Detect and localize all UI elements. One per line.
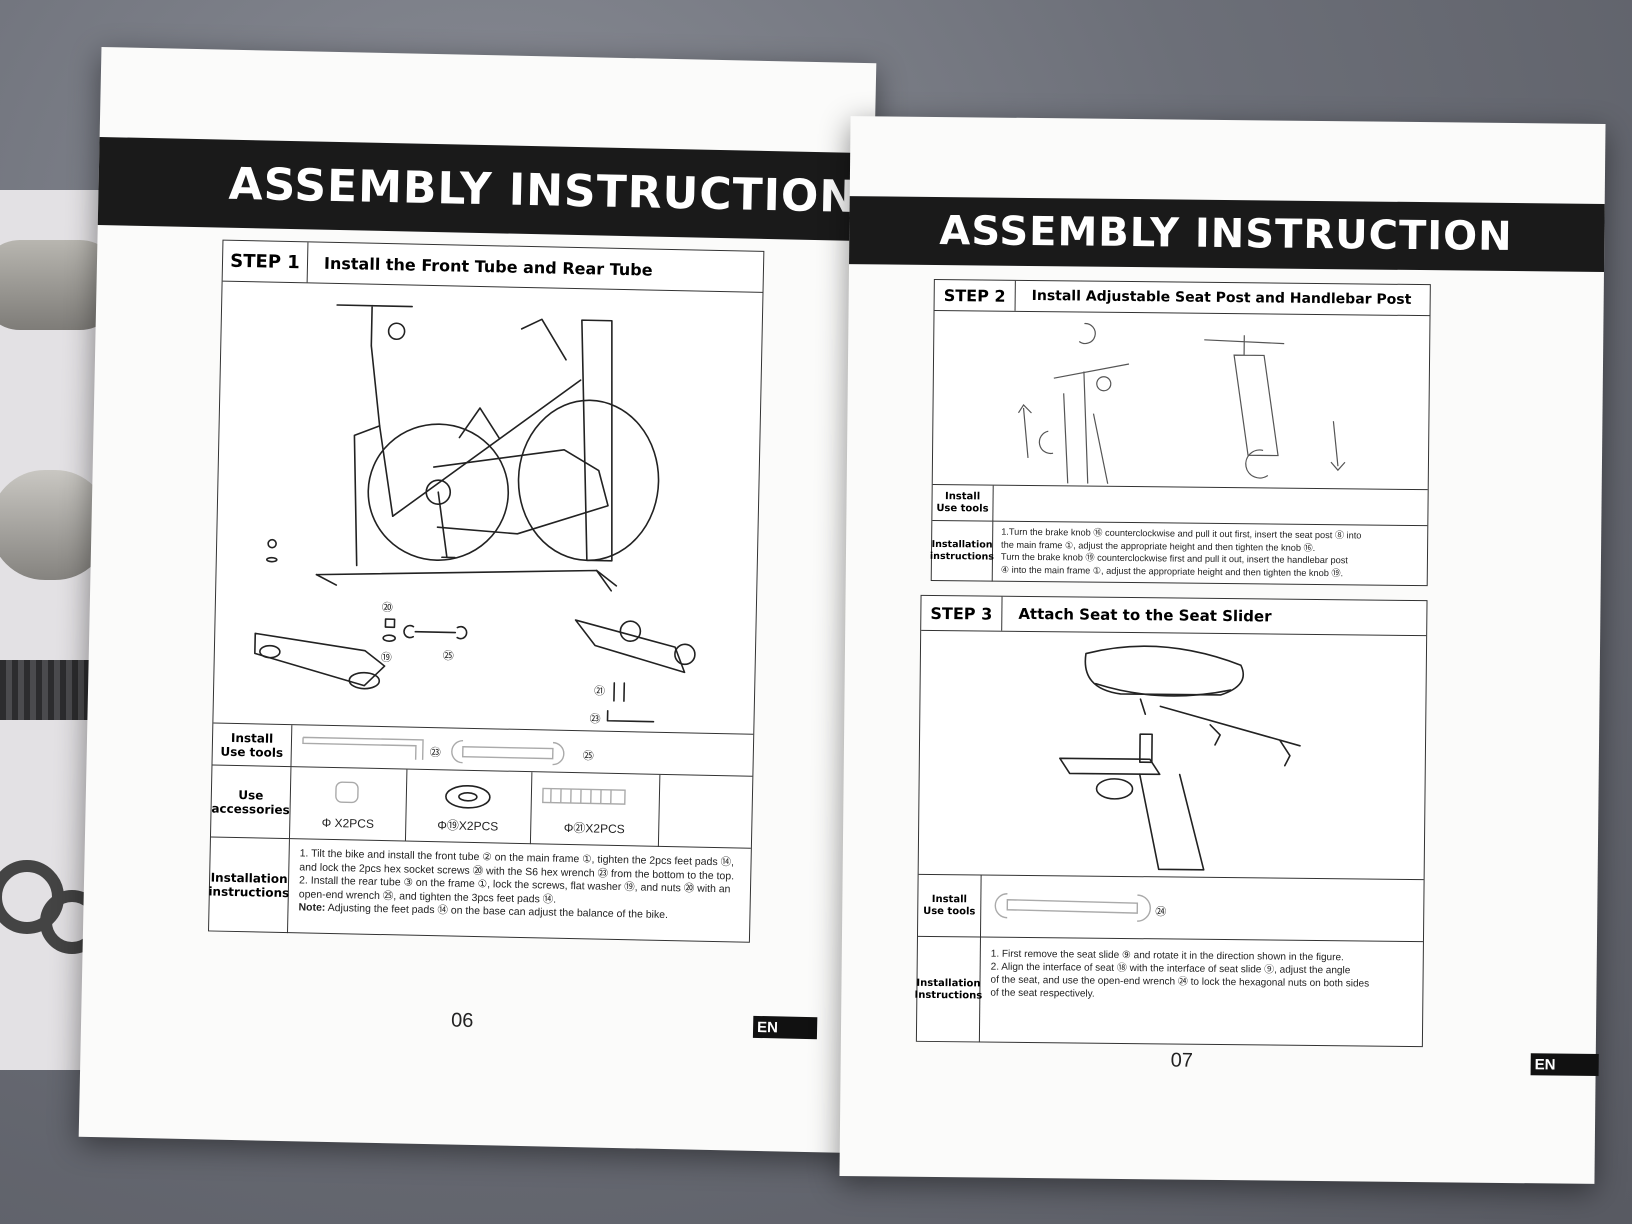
page-header-banner: ASSEMBLY INSTRUCTION [97, 136, 875, 242]
instructions-label: Installation instructions [208, 837, 290, 934]
seat-handlebar-post-diagram [1017, 322, 1346, 484]
accessories-cell: Φ X2PCS Φ⑲X2PCS Φ㉑X2PCS [289, 767, 752, 849]
seat-slider-diagram [1059, 645, 1301, 871]
step-title: Install Adjustable Seat Post and Handleb… [1031, 287, 1412, 308]
instructions-text: 1.Turn the brake knob ⑯ counterclockwise… [993, 522, 1428, 587]
callout-wrench: ㉕ [443, 649, 454, 662]
accessories-row: Use accessories Φ X2PCS Φ⑲X2PCS Φ㉑X2PCS [210, 764, 753, 849]
step-number: STEP 2 [934, 279, 1016, 311]
accessory-nut-qty: Φ X2PCS [321, 815, 375, 831]
manual-page-right: ASSEMBLY INSTRUCTION STEP 2 Install Adju… [839, 116, 1606, 1184]
note-label: Note: [298, 901, 326, 914]
step-number: STEP 3 [921, 595, 1003, 631]
open-end-wrench-icon: ㉔ [994, 893, 1166, 922]
page-number: 07 [1170, 1049, 1194, 1072]
page-header-title: ASSEMBLY INSTRUCTION [228, 158, 858, 223]
instructions-text: 1. First remove the seat slide ⑨ and rot… [980, 937, 1423, 1047]
instructions-row: Installation instructions 1.Turn the bra… [930, 519, 1428, 587]
accessory-nut: Φ X2PCS [289, 767, 408, 842]
instructions-row: Installation Instructions 1. First remov… [914, 935, 1423, 1048]
install-tools-row: Install Use tools ㉔ [917, 873, 1424, 943]
instructions-label: Installation Instructions [914, 936, 982, 1043]
language-tag: EN [752, 1015, 818, 1040]
step-3-header: STEP 3 Attach Seat to the Seat Slider [921, 595, 1427, 637]
screw-icon [542, 787, 626, 805]
step-1-box: STEP 1 Install the Front Tube and Rear T… [207, 239, 765, 943]
accessories-label: Use accessories [210, 765, 292, 840]
step-2-box: STEP 2 Install Adjustable Seat Post and … [930, 278, 1431, 587]
step-title: Install the Front Tube and Rear Tube [323, 253, 653, 280]
page-header-title: ASSEMBLY INSTRUCTION [939, 208, 1513, 261]
accessory-screw: Φ㉑X2PCS [529, 772, 661, 847]
washer-icon [445, 785, 491, 809]
install-tools-cell [993, 486, 1427, 527]
instructions-text: 1. Tilt the bike and install the front t… [288, 839, 751, 943]
page-header-banner: ASSEMBLY INSTRUCTION [849, 196, 1605, 272]
nut-icon [335, 781, 359, 804]
step-2-header: STEP 2 Install Adjustable Seat Post and … [934, 279, 1430, 317]
tool-callout-wrench: ㉕ [583, 749, 594, 762]
install-tools-cell: ㉓ ㉕ [291, 725, 753, 777]
page-number: 06 [450, 1009, 474, 1033]
instructions-row: Installation instructions 1. Tilt the bi… [208, 836, 751, 943]
callout-hex-wrench: ㉓ [589, 712, 600, 725]
language-tag: EN [1530, 1053, 1599, 1076]
step-title: Attach Seat to the Seat Slider [1018, 604, 1272, 626]
install-tools-cell: ㉔ [981, 875, 1424, 942]
tool-callout-wrench: ㉔ [1155, 905, 1166, 918]
callout-washer: ⑲ [381, 651, 392, 664]
install-tools-row: Install Use tools ㉓ ㉕ [212, 722, 754, 777]
tool-callout-hex: ㉓ [430, 746, 441, 759]
step-3-box: STEP 3 Attach Seat to the Seat Slider In… [914, 594, 1428, 1048]
callout-bolts: ㉑ [594, 684, 605, 697]
manual-page-left: ASSEMBLY INSTRUCTION STEP 1 Install the … [78, 47, 877, 1153]
install-tools-label: Install Use tools [917, 874, 982, 938]
tools-illustration: ㉓ ㉕ [302, 736, 594, 766]
install-tools-label: Install Use tools [212, 723, 293, 768]
bike-assembly-diagram: ⑳ ⑲ ㉕ ㉑ ㉓ [254, 304, 696, 726]
accessory-washer: Φ⑲X2PCS [404, 769, 533, 845]
callout-screw: ⑳ [382, 601, 393, 614]
step-number: STEP 1 [222, 240, 309, 283]
accessory-washer-qty: Φ⑲X2PCS [437, 817, 499, 833]
instructions-label: Installation instructions [930, 520, 994, 582]
accessory-screw-qty: Φ㉑X2PCS [563, 820, 625, 836]
install-tools-label: Install Use tools [932, 484, 994, 522]
